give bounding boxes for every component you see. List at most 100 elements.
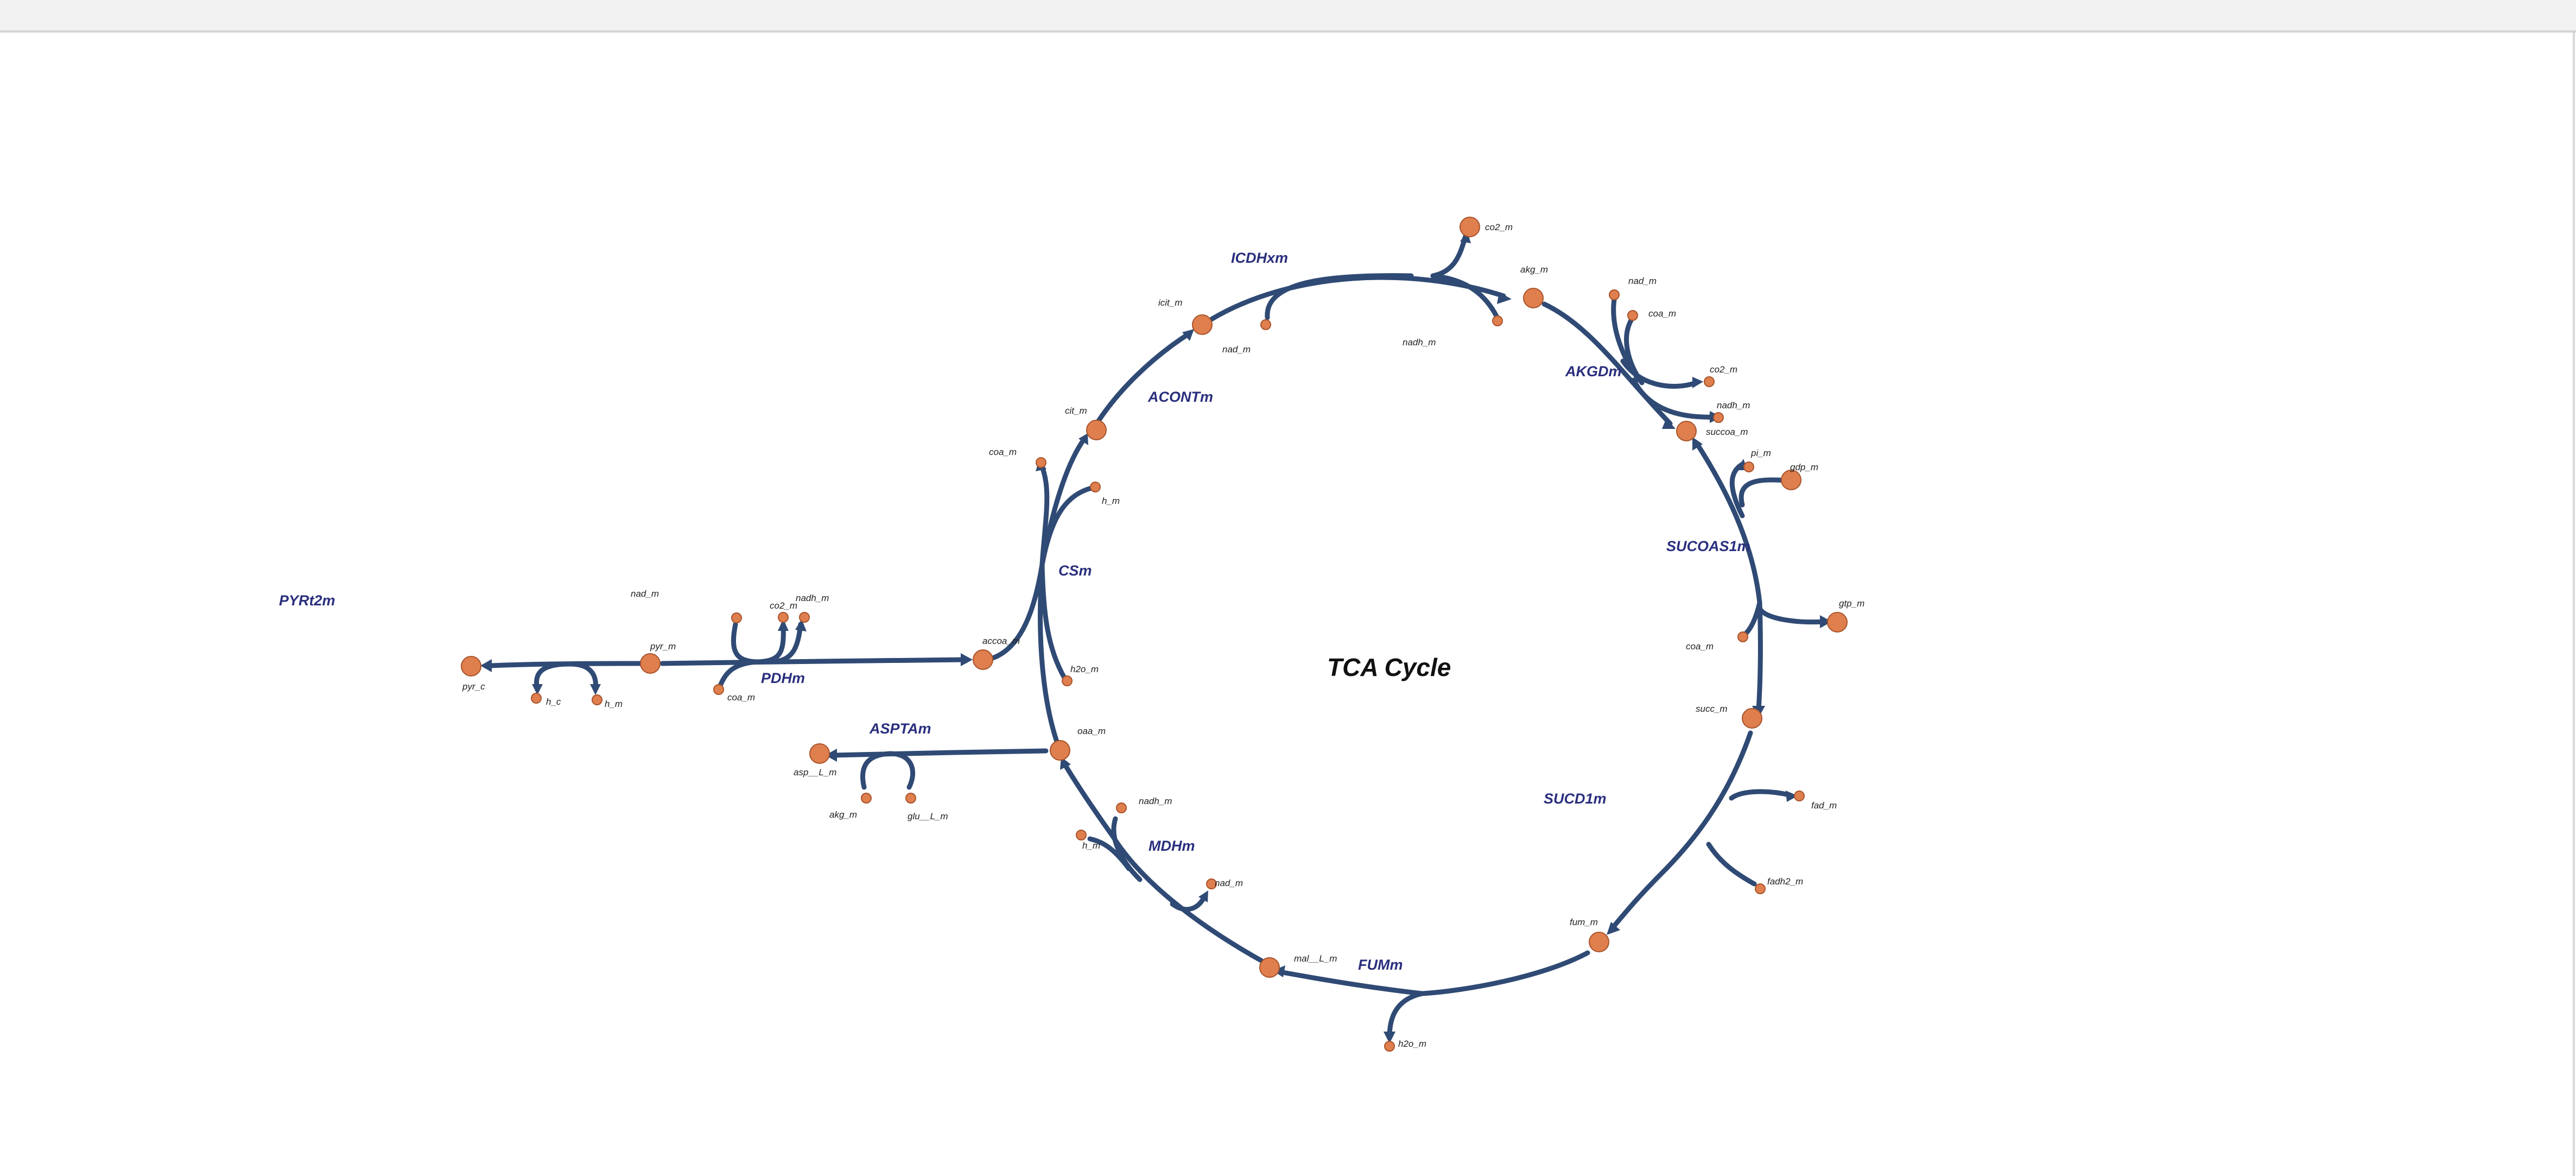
browser-top-bar — [0, 0, 2576, 33]
reaction-path-sucoas1m-succ[interactable] — [1756, 600, 1763, 713]
reaction-path-sucd1m-fad[interactable] — [1729, 789, 1794, 801]
metabolite-label-nad-m: nad_m — [1628, 276, 1657, 286]
metabolite-node-akg-m[interactable] — [1523, 288, 1544, 308]
reaction-path-mdhm[interactable] — [1061, 760, 1265, 964]
reaction-path-csm-oaa[interactable] — [1038, 562, 1062, 752]
reaction-path-asptam-akg[interactable] — [860, 751, 893, 790]
metabolite-node-coa-m-cs[interactable] — [1036, 457, 1046, 468]
metabolite-node-coa-m-pdh[interactable] — [713, 684, 724, 695]
reaction-label-pyrt2m[interactable]: PYRt2m — [279, 592, 335, 609]
metabolite-node-nadh-m-akg[interactable] — [1713, 412, 1724, 423]
reaction-path-mdhm-nad[interactable] — [1170, 893, 1208, 912]
reaction-path-pdhm-nadh[interactable] — [768, 622, 803, 665]
reaction-path-icdhxm-co2[interactable] — [1430, 233, 1468, 279]
metabolite-node-cit-m[interactable] — [1086, 420, 1107, 440]
metabolite-node-nadh-m-pdh[interactable] — [799, 612, 810, 623]
metabolite-node-asp-l-m[interactable] — [809, 743, 830, 764]
metabolite-node-succoa-m[interactable] — [1676, 421, 1697, 441]
metabolite-labels: pyr_c h_c h_m pyr_m nad_m co2_m nadh_m c… — [462, 222, 1864, 1049]
metabolite-node-h2o-m-cs[interactable] — [1062, 675, 1073, 686]
metabolite-label-h2o-m: h2o_m — [1398, 1039, 1426, 1049]
reaction-path-pdhm-co2[interactable] — [754, 622, 786, 665]
reaction-path-asptam-glu[interactable] — [887, 751, 916, 790]
reaction-path-acontm[interactable] — [1095, 331, 1191, 425]
reaction-path-sucoas1m[interactable] — [1693, 440, 1762, 605]
metabolite-node-nad-m-icd[interactable] — [1260, 319, 1271, 330]
reaction-label-asptam[interactable]: ASPTAm — [869, 720, 931, 737]
reaction-path-akgdm-nadh[interactable] — [1631, 377, 1718, 420]
metabolite-node-fum-m[interactable] — [1589, 932, 1609, 952]
metabolite-node-co2-m-akg[interactable] — [1704, 376, 1715, 387]
metabolite-node-coa-m-akg[interactable] — [1627, 310, 1638, 321]
metabolite-node-icit-m[interactable] — [1192, 314, 1213, 335]
metabolite-node-nadh-m-mdh[interactable] — [1116, 802, 1127, 813]
metabolite-node-pi-m[interactable] — [1743, 461, 1754, 472]
metabolite-label-nadh-m: nadh_m — [1403, 337, 1436, 347]
metabolite-node-h-m-pyr[interactable] — [592, 694, 602, 705]
metabolite-node-pyr-m[interactable] — [640, 653, 661, 674]
reaction-label-csm[interactable]: CSm — [1058, 562, 1092, 579]
reaction-label-sucd1m[interactable]: SUCD1m — [1544, 791, 1607, 807]
reaction-label-icdhxm[interactable]: ICDHxm — [1231, 250, 1288, 266]
reaction-path-mdhm-nadh[interactable] — [1111, 816, 1143, 882]
metabolite-node-co2-m-icd[interactable] — [1460, 217, 1480, 237]
metabolite-label-pyr-c: pyr_c — [462, 681, 485, 692]
metabolite-node-accoa-m[interactable] — [973, 649, 993, 670]
reaction-path-akgdm-co2[interactable] — [1620, 358, 1699, 389]
metabolite-node-fadh2-m[interactable] — [1755, 883, 1766, 894]
reaction-path-pdhm[interactable] — [659, 657, 968, 666]
arrowhead — [1607, 922, 1620, 935]
metabolite-node-nad-m-akg[interactable] — [1609, 289, 1620, 300]
reaction-label-acontm[interactable]: ACONTm — [1147, 389, 1213, 405]
metabolite-node-gtp-m[interactable] — [1827, 612, 1848, 633]
metabolite-node-nad-m-mdh[interactable] — [1206, 878, 1217, 889]
reaction-path-icdhxm-nadh[interactable] — [1430, 273, 1499, 319]
metabolite-node-co2-m-pdh[interactable] — [778, 612, 789, 623]
reaction-path-csm-h2o[interactable] — [1039, 562, 1068, 681]
reaction-path-pdhm-nad[interactable] — [731, 622, 760, 665]
reaction-path-asptam[interactable] — [830, 748, 1049, 758]
reaction-label-fumm[interactable]: FUMm — [1358, 957, 1403, 973]
metabolite-label-accoa-m: accoa_m — [982, 636, 1020, 646]
reaction-path-sucoas1m-gdp[interactable] — [1739, 477, 1788, 508]
arrowhead — [825, 749, 837, 762]
metabolite-label-gtp-m: gtp_m — [1839, 598, 1864, 609]
reaction-path-sucoas1m-gtp[interactable] — [1757, 605, 1828, 625]
reaction-label-sucoas1m[interactable]: SUCOAS1m — [1666, 538, 1750, 554]
metabolite-node-glu-l-m[interactable] — [905, 793, 916, 804]
metabolite-label-h-c: h_c — [546, 697, 561, 707]
reaction-path-sucd1m-fadh2[interactable] — [1706, 842, 1757, 887]
metabolite-node-gdp-m[interactable] — [1781, 470, 1801, 490]
reaction-path-icdhxm-nad[interactable] — [1265, 273, 1414, 320]
reaction-label-mdhm[interactable]: MDHm — [1149, 838, 1195, 854]
metabolite-label-coa-m: coa_m — [989, 447, 1017, 457]
metabolite-node-akg-m-asp[interactable] — [861, 793, 872, 804]
metabolite-node-coa-m-suc[interactable] — [1737, 631, 1748, 642]
reaction-path-fumm-h2o[interactable] — [1387, 991, 1425, 1040]
metabolite-node-nadh-m-icd[interactable] — [1492, 315, 1503, 326]
reaction-path-sucoas1m-coa[interactable] — [1741, 600, 1762, 638]
reaction-path-pdhm-coa[interactable] — [716, 659, 760, 691]
reaction-label-akgdm[interactable]: AKGDm — [1565, 363, 1622, 380]
metabolite-node-mal-l-m[interactable] — [1259, 957, 1280, 978]
reaction-path-csm-h[interactable] — [1039, 485, 1096, 567]
reaction-path-sucd1m[interactable] — [1609, 730, 1753, 931]
metabolite-node-nad-m-pdh[interactable] — [731, 612, 742, 623]
metabolite-node-pyr-c[interactable] — [461, 656, 481, 676]
reaction-label-pdhm[interactable]: PDHm — [761, 670, 805, 686]
metabolite-label-coa-m: coa_m — [1648, 308, 1676, 319]
metabolite-label-fad-m: fad_m — [1811, 800, 1837, 811]
metabolite-label-co2-m: co2_m — [1485, 222, 1513, 232]
reaction-path-mdhm-h[interactable] — [1087, 836, 1132, 871]
arrowhead — [1662, 418, 1676, 429]
metabolite-node-h-m-mdh[interactable] — [1076, 830, 1087, 840]
reaction-path-sucoas1m-pi[interactable] — [1729, 461, 1745, 519]
metabolite-node-h-m-cs[interactable] — [1090, 482, 1101, 492]
metabolite-node-succ-m[interactable] — [1742, 708, 1762, 729]
metabolite-node-h-c[interactable] — [531, 693, 542, 704]
metabolite-node-oaa-m[interactable] — [1050, 740, 1070, 761]
metabolite-node-fad-m[interactable] — [1794, 791, 1805, 801]
metabolite-label-icit-m: icit_m — [1158, 298, 1182, 308]
metabolite-node-h2o-m-fum[interactable] — [1384, 1041, 1395, 1052]
